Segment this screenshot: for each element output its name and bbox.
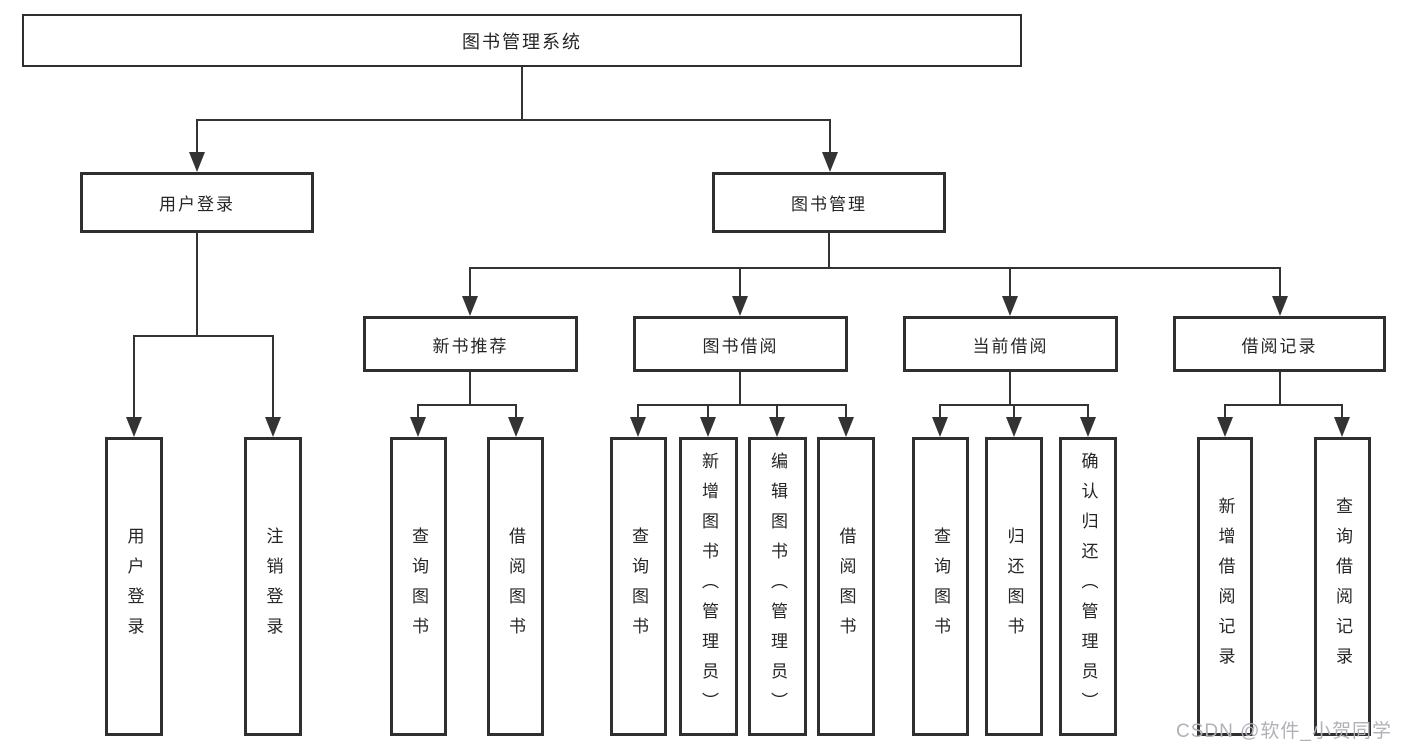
connector-line — [707, 404, 709, 419]
leaf-query-books-recommend-label: 查询图书 — [409, 526, 428, 647]
node-user-login-branch: 用户登录 — [80, 172, 314, 233]
connector-line — [196, 233, 198, 337]
leaf-add-book-admin: 新增图书（管理员） — [679, 437, 738, 736]
connector-line — [1013, 404, 1015, 419]
leaf-query-books-current-label: 查询图书 — [931, 526, 950, 647]
leaf-query-books-borrow: 查询图书 — [610, 437, 667, 736]
connector-line — [1279, 267, 1281, 298]
connector-line — [417, 404, 419, 419]
watermark: CSDN @软件_小贺同学 — [1176, 721, 1392, 742]
arrow-down-icon — [189, 152, 205, 172]
connector-line — [515, 404, 517, 419]
connector-line — [637, 404, 847, 406]
connector-line — [1087, 404, 1089, 419]
leaf-borrow-books-recommend-label: 借阅图书 — [506, 526, 525, 647]
leaf-add-book-admin-label: 新增图书（管理员） — [699, 451, 718, 722]
node-book-borrow: 图书借阅 — [633, 316, 848, 372]
node-new-book-recommend: 新书推荐 — [363, 316, 578, 372]
arrow-down-icon — [508, 417, 524, 437]
arrow-down-icon — [769, 417, 785, 437]
node-current-borrow: 当前借阅 — [903, 316, 1118, 372]
connector-line — [196, 119, 831, 121]
connector-line — [845, 404, 847, 419]
connector-line — [1279, 372, 1281, 406]
connector-line — [133, 335, 135, 419]
connector-line — [196, 119, 198, 154]
leaf-borrow-books-borrow-label: 借阅图书 — [836, 526, 856, 647]
arrow-down-icon — [1080, 417, 1096, 437]
node-book-management-branch: 图书管理 — [712, 172, 946, 233]
arrow-down-icon — [410, 417, 426, 437]
arrow-down-icon — [732, 296, 748, 316]
arrow-down-icon — [700, 417, 716, 437]
arrow-down-icon — [822, 152, 838, 172]
connector-line — [1224, 404, 1343, 406]
arrow-down-icon — [1334, 417, 1350, 437]
arrow-down-icon — [265, 417, 281, 437]
node-root-library-system: 图书管理系统 — [22, 14, 1022, 67]
leaf-add-borrow-record-label: 新增借阅记录 — [1215, 496, 1235, 677]
leaf-query-borrow-record: 查询借阅记录 — [1314, 437, 1371, 736]
arrow-down-icon — [462, 296, 478, 316]
arrow-down-icon — [1272, 296, 1288, 316]
connector-line — [521, 67, 523, 121]
connector-line — [469, 267, 1281, 269]
arrow-down-icon — [1006, 417, 1022, 437]
connector-line — [417, 404, 517, 406]
leaf-query-books-current: 查询图书 — [912, 437, 969, 736]
leaf-confirm-return-admin: 确认归还（管理员） — [1059, 437, 1117, 736]
leaf-return-book-label: 归还图书 — [1004, 526, 1024, 647]
arrow-down-icon — [1002, 296, 1018, 316]
connector-line — [739, 267, 741, 298]
arrow-down-icon — [838, 417, 854, 437]
connector-line — [828, 233, 830, 269]
leaf-user-login: 用户登录 — [105, 437, 163, 736]
arrow-down-icon — [126, 417, 142, 437]
leaf-query-books-recommend: 查询图书 — [390, 437, 447, 736]
leaf-borrow-books-borrow: 借阅图书 — [817, 437, 875, 736]
connector-line — [469, 372, 471, 406]
connector-line — [1341, 404, 1343, 419]
connector-line — [776, 404, 778, 419]
node-borrow-records: 借阅记录 — [1173, 316, 1386, 372]
connector-line — [939, 404, 941, 419]
connector-line — [469, 267, 471, 298]
arrow-down-icon — [1217, 417, 1233, 437]
connector-line — [1009, 267, 1011, 298]
leaf-query-books-borrow-label: 查询图书 — [629, 526, 648, 647]
leaf-add-borrow-record: 新增借阅记录 — [1197, 437, 1253, 736]
connector-line — [637, 404, 639, 419]
leaf-edit-book-admin: 编辑图书（管理员） — [748, 437, 807, 736]
leaf-user-login-label: 用户登录 — [124, 526, 144, 647]
connector-line — [739, 372, 741, 406]
leaf-query-borrow-record-label: 查询借阅记录 — [1333, 496, 1352, 677]
connector-line — [1224, 404, 1226, 419]
leaf-return-book: 归还图书 — [985, 437, 1043, 736]
connector-line — [272, 335, 274, 419]
leaf-logout: 注销登录 — [244, 437, 302, 736]
connector-line — [829, 119, 831, 154]
arrow-down-icon — [932, 417, 948, 437]
leaf-edit-book-admin-label: 编辑图书（管理员） — [768, 451, 787, 722]
arrow-down-icon — [630, 417, 646, 437]
leaf-borrow-books-recommend: 借阅图书 — [487, 437, 544, 736]
leaf-confirm-return-admin-label: 确认归还（管理员） — [1078, 451, 1098, 722]
connector-line — [1009, 372, 1011, 406]
connector-line — [133, 335, 274, 337]
leaf-logout-label: 注销登录 — [263, 526, 283, 647]
